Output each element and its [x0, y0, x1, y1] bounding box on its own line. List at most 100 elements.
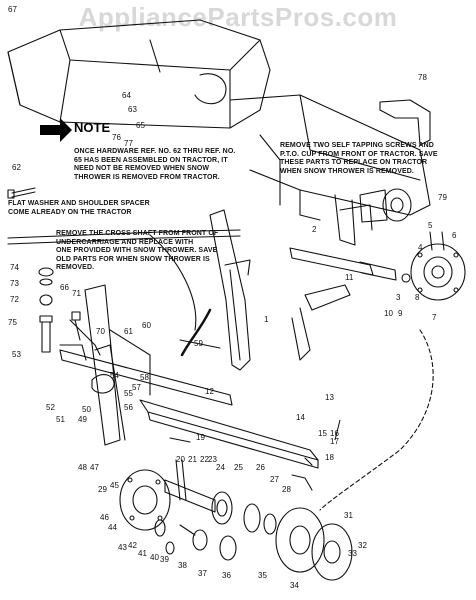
drive-flange	[410, 231, 466, 301]
note-line: P.T.O. CUP FROM FRONT OF TRACTOR. SAVE	[280, 150, 438, 158]
callout-65: 65	[136, 121, 145, 130]
callout-13: 13	[325, 393, 334, 402]
callout-51: 51	[56, 415, 65, 424]
bracket-78	[379, 99, 431, 146]
callout-28: 28	[282, 485, 291, 494]
callout-10: 10	[384, 309, 393, 318]
callout-46: 46	[100, 513, 109, 522]
callout-54: 54	[110, 371, 119, 380]
callout-39: 39	[160, 555, 169, 564]
callout-23: 23	[208, 455, 217, 464]
callout-7: 7	[432, 313, 437, 322]
right-arm	[291, 284, 351, 361]
drive-shaft	[289, 247, 411, 283]
callout-74: 74	[10, 263, 19, 272]
callout-4: 4	[418, 243, 423, 252]
left-frame	[59, 284, 233, 446]
watermark: AppliancePartsPros.com	[78, 2, 398, 32]
callout-3: 3	[396, 293, 401, 302]
note-arrow	[40, 118, 72, 142]
callout-55: 55	[124, 389, 133, 398]
callout-31: 31	[344, 511, 353, 520]
callout-34: 34	[290, 581, 299, 590]
callout-29: 29	[98, 485, 107, 494]
callout-72: 72	[10, 295, 19, 304]
callout-62: 62	[12, 163, 21, 172]
callout-56: 56	[124, 403, 133, 412]
note-line: ONCE HARDWARE REF. NO. 62 THRU REF. NO.	[74, 148, 236, 155]
callout-14: 14	[296, 413, 305, 422]
callout-17: 17	[330, 437, 339, 446]
note-line: REMOVED.	[56, 264, 95, 271]
callout-52: 52	[46, 403, 55, 412]
note-line: UNDERCARRIAGE AND REPLACE WITH	[56, 238, 194, 246]
note-line: THESE PARTS TO REPLACE ON TRACTOR	[280, 159, 428, 166]
note-hardware: ONCE HARDWARE REF. NO. 62 THRU REF. NO. …	[74, 148, 235, 182]
callout-25: 25	[234, 463, 243, 472]
callout-35: 35	[258, 571, 267, 580]
callout-33: 33	[348, 549, 357, 558]
callout-66: 66	[60, 283, 69, 292]
callout-77: 77	[124, 139, 133, 148]
callout-15: 15	[318, 429, 327, 438]
callout-79: 79	[438, 193, 447, 202]
callout-40: 40	[150, 553, 159, 562]
callout-24: 24	[216, 463, 225, 472]
note-line: 65 HAS BEEN ASSEMBLED ON TRACTOR, IT	[74, 156, 228, 164]
callout-21: 21	[188, 455, 197, 464]
note-pto-cup: REMOVE TWO SELF TAPPING SCREWS AND P.T.O…	[280, 142, 438, 176]
rear-rail	[139, 399, 319, 469]
callout-48: 48	[78, 463, 87, 472]
callout-59: 59	[194, 339, 203, 348]
note-line: NEED NOT BE REMOVED WHEN SNOW	[74, 165, 210, 172]
note-line: WHEN SNOW THROWER IS REMOVED.	[280, 167, 414, 175]
callout-9: 9	[398, 309, 403, 318]
gear-assembly	[119, 459, 353, 581]
tractor-hood	[7, 19, 271, 129]
callout-61: 61	[124, 327, 133, 336]
note-label: NOTE	[74, 120, 111, 135]
note-line: REMOVE THE CROSS SHAFT FROM FRONT OF	[56, 230, 219, 237]
pto-pulley	[359, 188, 412, 223]
callout-53: 53	[12, 350, 21, 359]
callout-32: 32	[358, 541, 367, 550]
callout-58: 58	[140, 373, 149, 382]
callout-6: 6	[452, 231, 457, 240]
note-flat-washer: FLAT WASHER AND SHOULDER SPACER COME ALR…	[8, 200, 150, 217]
callout-50: 50	[82, 405, 91, 414]
callout-75: 75	[8, 318, 17, 327]
callout-20: 20	[176, 455, 185, 464]
callout-42: 42	[128, 541, 137, 550]
callout-41: 41	[138, 549, 147, 558]
callout-12: 12	[205, 387, 214, 396]
callout-1: 1	[264, 315, 269, 324]
bolts-left	[38, 267, 81, 353]
note-line: ONE PROVIDED WITH SNOW THROWER. SAVE	[56, 247, 218, 254]
callout-76: 76	[112, 133, 121, 142]
bolt-62	[7, 187, 36, 199]
callout-64: 64	[122, 91, 131, 100]
callout-27: 27	[270, 475, 279, 484]
callout-43: 43	[118, 543, 127, 552]
callout-19: 19	[196, 433, 205, 442]
callout-57: 57	[132, 383, 141, 392]
callout-67: 67	[8, 5, 17, 14]
note-line: OLD PARTS FOR WHEN SNOW THROWER IS	[56, 255, 210, 263]
callout-11: 11	[345, 273, 354, 282]
callout-78: 78	[418, 73, 427, 82]
callout-71: 71	[72, 289, 81, 298]
callout-37: 37	[198, 569, 207, 578]
callout-63: 63	[128, 105, 137, 114]
callout-70: 70	[96, 327, 105, 336]
callout-45: 45	[110, 481, 119, 490]
note-line: REMOVE TWO SELF TAPPING SCREWS AND	[280, 142, 434, 149]
note-line: FLAT WASHER AND SHOULDER SPACER	[8, 200, 150, 207]
callout-44: 44	[108, 523, 117, 532]
callout-22: 22	[200, 455, 209, 464]
callout-5: 5	[428, 221, 433, 230]
callout-60: 60	[142, 321, 151, 330]
callout-26: 26	[256, 463, 265, 472]
